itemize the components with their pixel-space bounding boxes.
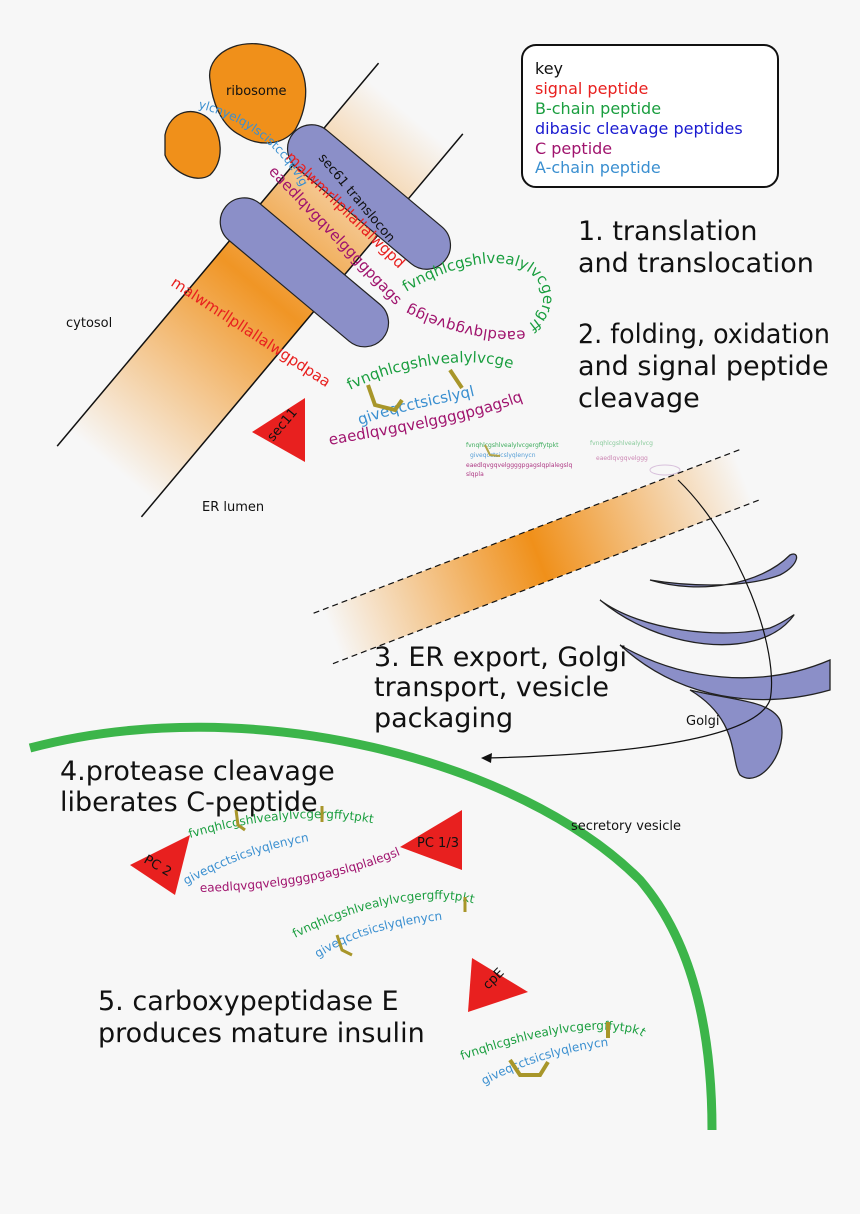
step-4-line-1: 4.protease cleavage bbox=[60, 756, 335, 787]
step-1-line-2: and translocation bbox=[578, 248, 814, 279]
step-1-line-1: 1. translation bbox=[578, 216, 758, 247]
golgi-label: Golgi bbox=[686, 714, 720, 729]
svg-text:fvnqhlcgshlvealylvcgergffytpkt: fvnqhlcgshlvealylvcgergffytpkt bbox=[466, 442, 559, 449]
svg-text:eaedlqvgqvelggggpgagslqplalegs: eaedlqvgqvelggggpgagslqplalegslq bbox=[466, 462, 572, 469]
sec11-protease: sec11 bbox=[252, 398, 305, 462]
step-5-caption: 5. carboxypeptidase E produces mature in… bbox=[98, 986, 425, 1049]
svg-text:eaedlqvgqvelggg: eaedlqvgqvelggg bbox=[596, 455, 648, 462]
ribosome-label: ribosome bbox=[226, 84, 287, 99]
secretory-vesicle-membrane bbox=[28, 722, 717, 1131]
er-lumen-label: ER lumen bbox=[202, 500, 264, 515]
key-item-b-chain: B-chain peptide bbox=[535, 99, 661, 118]
cytosol-label: cytosol bbox=[66, 316, 112, 331]
legend-key: key signal peptide B-chain peptide dibas… bbox=[521, 44, 779, 188]
step-4-line-2: liberates C-peptide bbox=[60, 787, 318, 818]
key-item-dibasic: dibasic cleavage peptides bbox=[535, 119, 743, 138]
golgi-apparatus: Golgi bbox=[599, 553, 831, 779]
svg-text:fvnqhlcgshlvealylvcg: fvnqhlcgshlvealylvcg bbox=[590, 440, 653, 447]
step-2-line-1: 2. folding, oxidation bbox=[578, 319, 830, 350]
pc2-protease: PC 2 bbox=[130, 835, 190, 895]
ribosome: ribosome bbox=[164, 43, 307, 179]
step-4-caption: 4.protease cleavage liberates C-peptide bbox=[60, 756, 335, 818]
step-5-line-2: produces mature insulin bbox=[98, 1018, 425, 1049]
secretory-vesicle-label: secretory vesicle bbox=[571, 819, 681, 834]
step-1-caption: 1. translation and translocation bbox=[578, 216, 814, 279]
svg-text:slqpla: slqpla bbox=[466, 471, 484, 478]
step-3-line-2: transport, vesicle bbox=[374, 672, 609, 703]
svg-text:giveqcctsicslyqlenycn: giveqcctsicslyqlenycn bbox=[470, 452, 536, 459]
key-title: key bbox=[535, 59, 563, 78]
step-2-line-3: cleavage bbox=[578, 383, 700, 414]
folded-chain-small: fvnqhlcgshlvealylvcgergffytpkt giveqccts… bbox=[466, 440, 681, 478]
pc13-label: PC 1/3 bbox=[417, 836, 459, 851]
cpe-enzyme: cpE bbox=[468, 958, 528, 1012]
step-3-line-3: packaging bbox=[374, 703, 513, 734]
key-item-signal: signal peptide bbox=[535, 79, 648, 98]
pc13-protease: PC 1/3 bbox=[400, 810, 462, 870]
step-3-line-1: 3. ER export, Golgi bbox=[374, 642, 627, 673]
step-5-line-1: 5. carboxypeptidase E bbox=[98, 986, 399, 1017]
key-item-a-chain: A-chain peptide bbox=[535, 158, 661, 177]
key-item-c-peptide: C peptide bbox=[535, 139, 612, 158]
step-2-caption: 2. folding, oxidation and signal peptide… bbox=[578, 319, 830, 414]
step-2-line-2: and signal peptide bbox=[578, 351, 829, 382]
transport-arrow bbox=[481, 479, 773, 763]
step-3-caption: 3. ER export, Golgi transport, vesicle p… bbox=[374, 642, 627, 734]
